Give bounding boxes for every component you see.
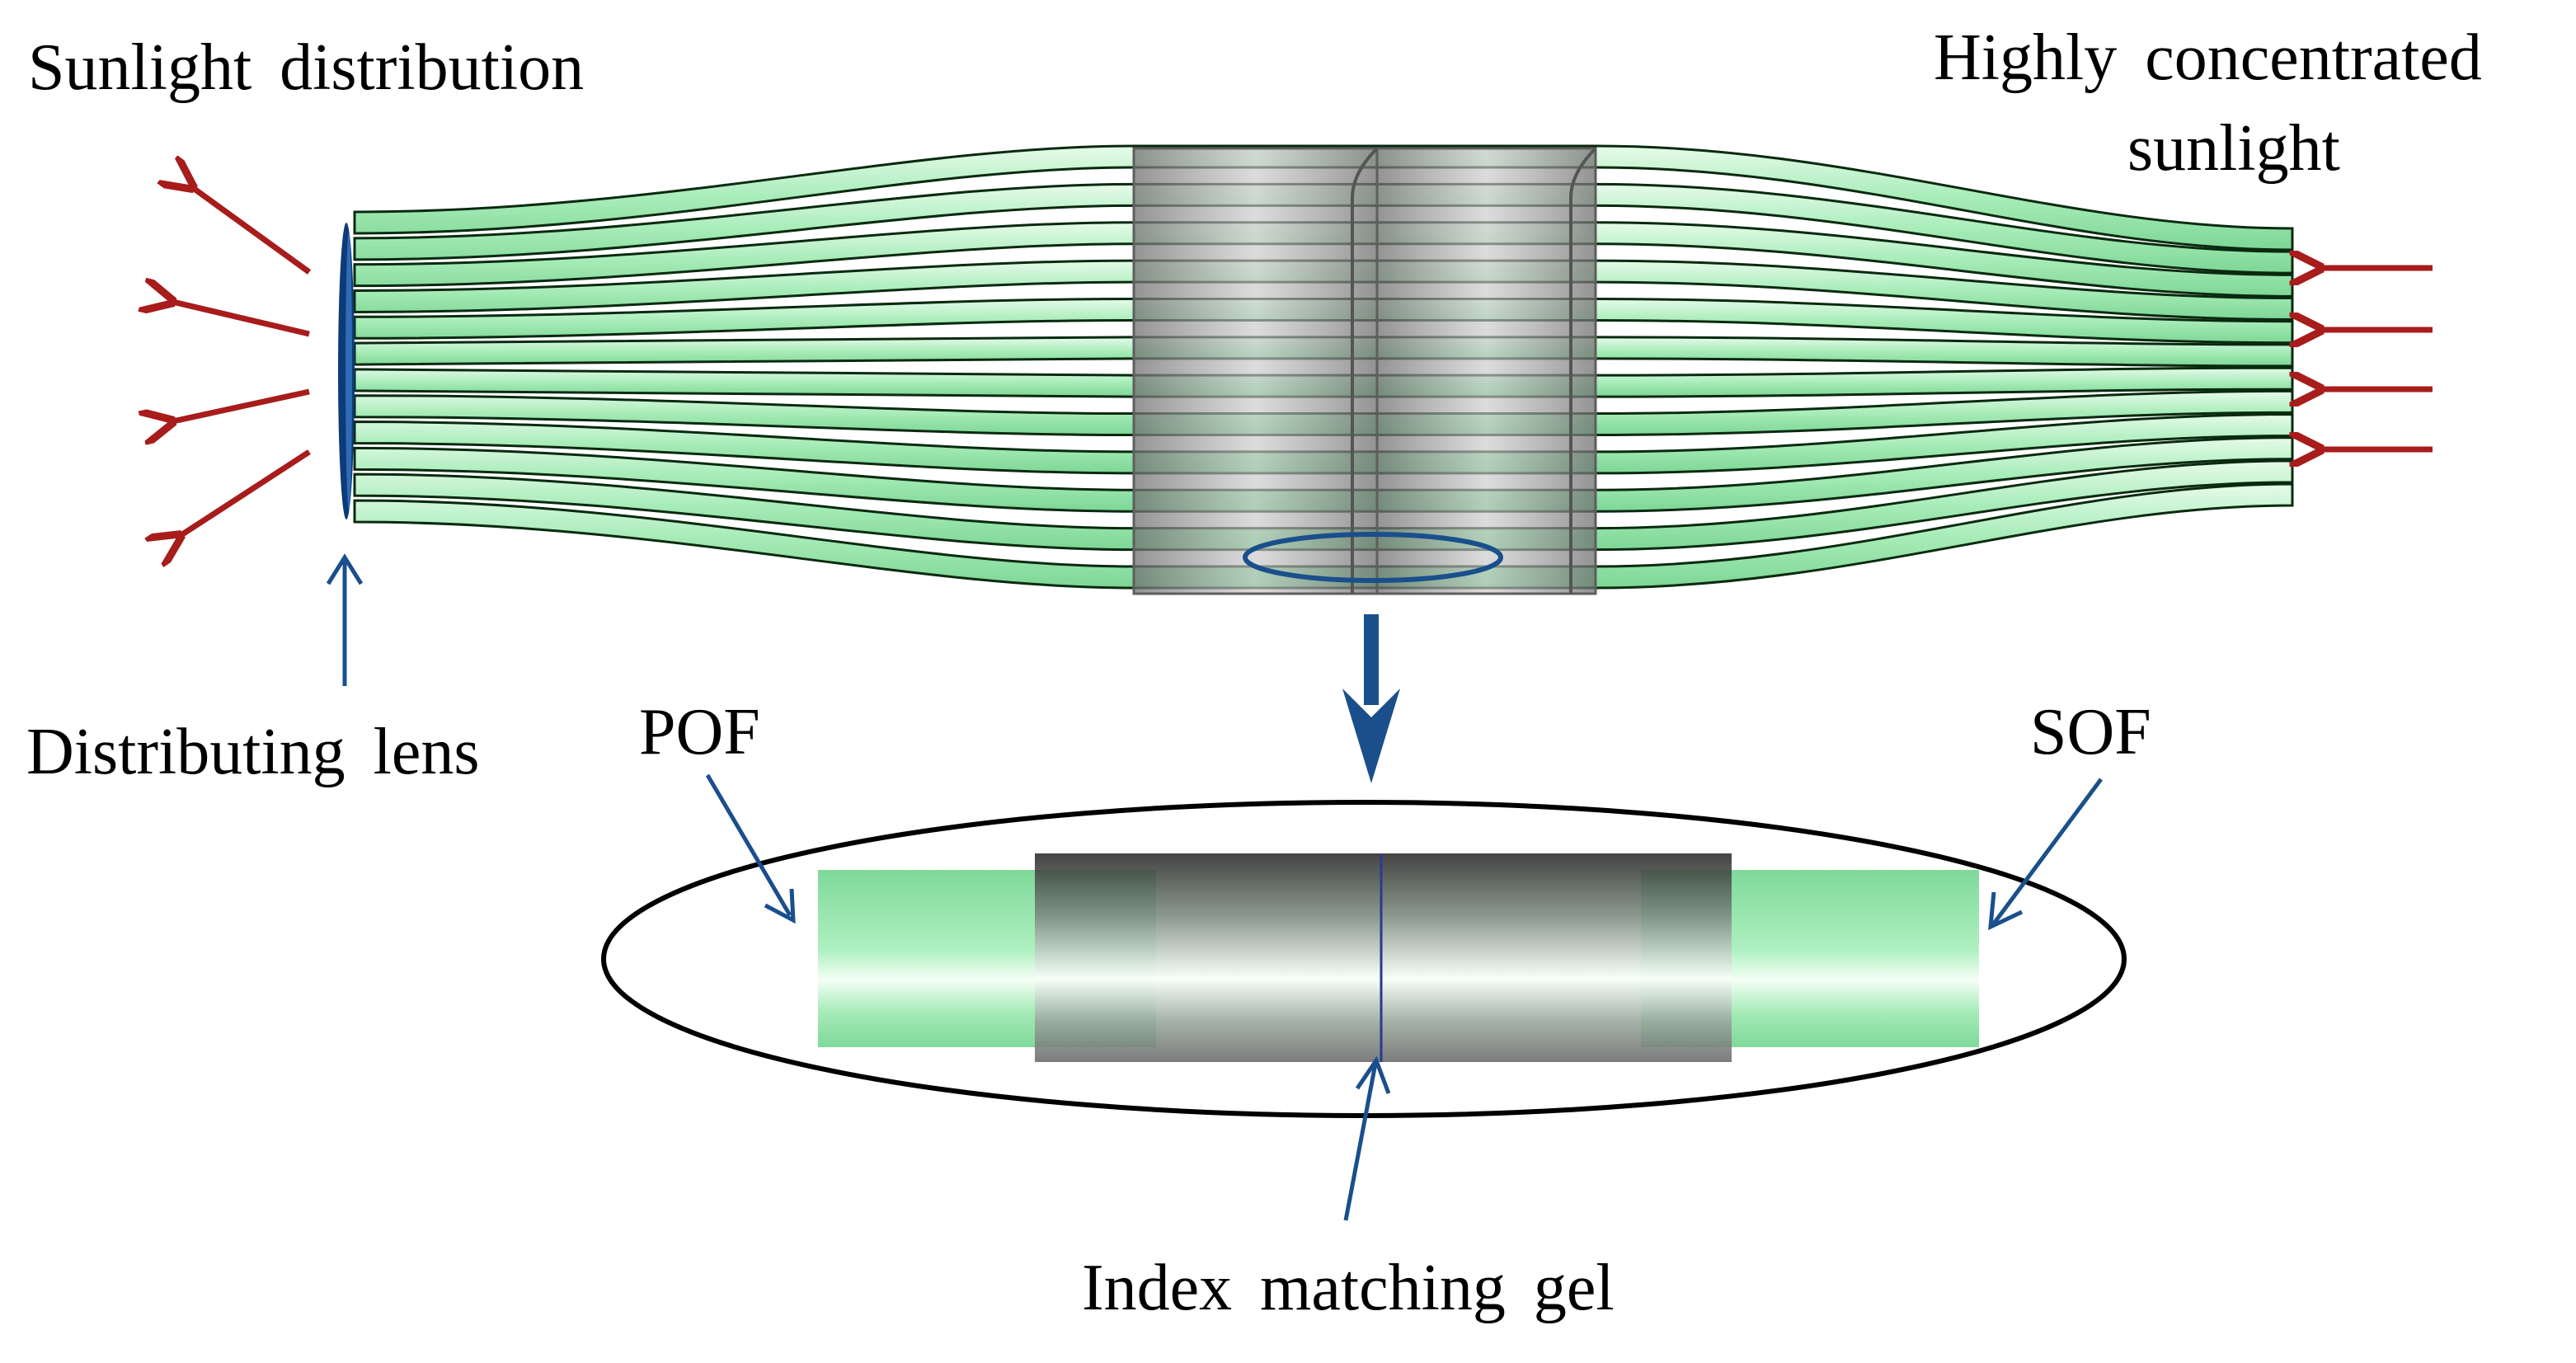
optical-fiber-3 — [353, 221, 2294, 298]
label-distributing-lens: Distributing lens — [26, 716, 480, 788]
label-highly-concentrated-line1: Highly concentrated — [1934, 21, 2482, 94]
zoom-down-arrow — [1342, 614, 1400, 783]
optical-fiber-8 — [353, 389, 2294, 437]
optical-fiber-11 — [353, 459, 2294, 552]
lens-pointer-arrow — [326, 553, 364, 686]
label-sof: SOF — [2030, 696, 2151, 768]
connector-body-left — [1132, 147, 1379, 595]
highlight-ellipse — [1243, 532, 1503, 583]
outgoing-sunlight-arrows — [169, 186, 312, 538]
connector-right-rim — [1569, 147, 1597, 594]
gel-pointer-arrow — [1343, 1055, 1391, 1221]
outgoing-arrow-3 — [169, 388, 310, 422]
connector-body-right — [1375, 147, 1597, 595]
sleeve-right — [1381, 853, 1732, 1062]
optical-fiber-12 — [353, 482, 2294, 590]
label-index-matching-gel: Index matching gel — [1082, 1252, 1615, 1324]
outgoing-arrow-1 — [190, 186, 312, 275]
outgoing-arrow-2 — [169, 301, 310, 337]
sof-pointer-arrow — [1988, 778, 2104, 931]
connector-joint-curve — [1351, 147, 1379, 594]
outgoing-arrow-4 — [177, 449, 311, 538]
incoming-sunlight-arrows — [2317, 268, 2433, 449]
label-highly-concentrated-line2: sunlight — [2127, 112, 2340, 185]
sleeve-left — [1035, 853, 1381, 1062]
label-sunlight-distribution: Sunlight distribution — [28, 31, 585, 104]
label-pof: POF — [639, 696, 760, 768]
zoom-detail — [601, 800, 2127, 1118]
pof-pointer-arrow — [705, 773, 796, 924]
connector-sleeve — [1132, 147, 1597, 595]
distributing-lens — [338, 223, 355, 519]
optical-fiber-1 — [353, 144, 2294, 251]
